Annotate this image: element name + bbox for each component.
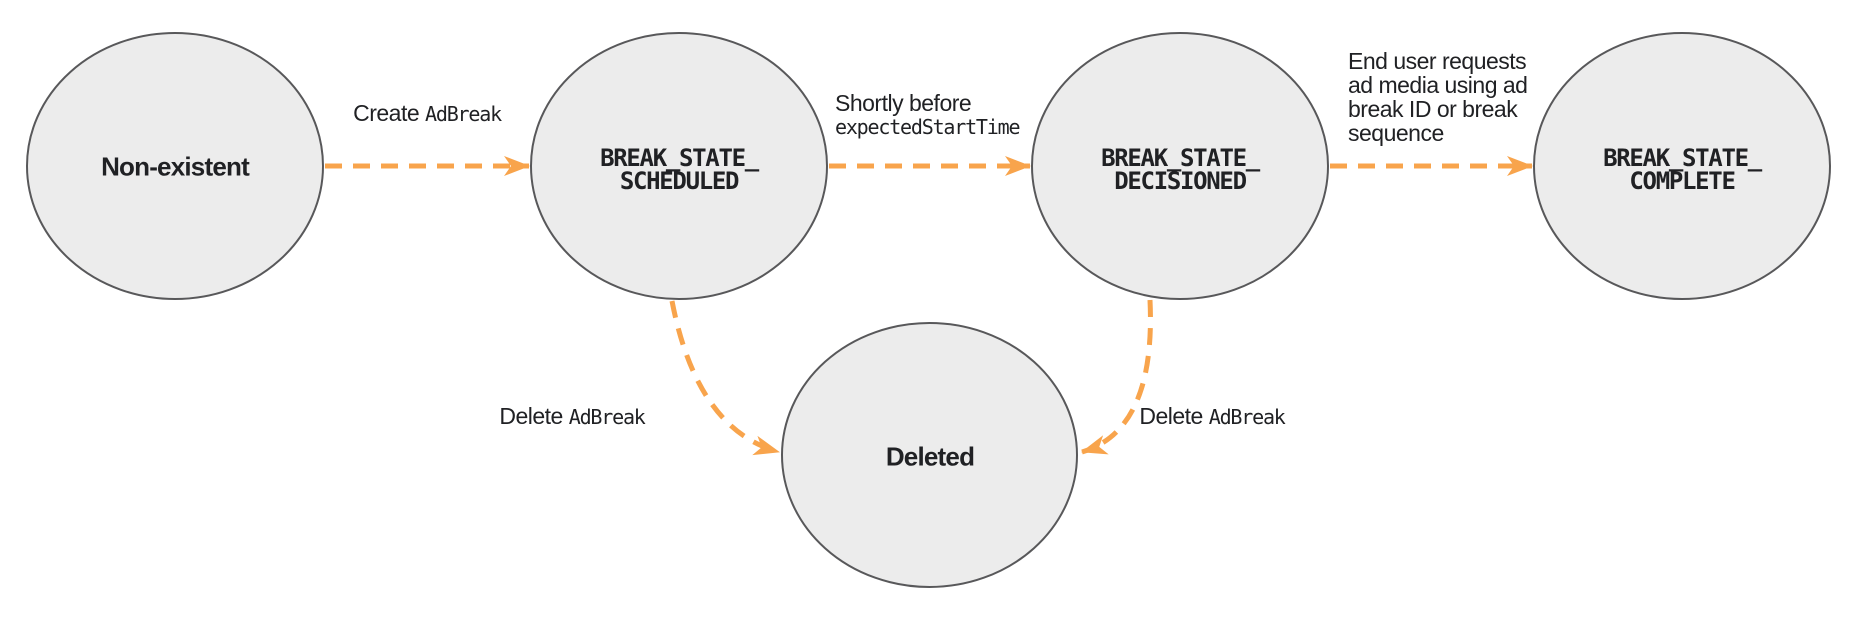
- state-node-break-state-scheduled: [530, 32, 828, 300]
- transition-label-text: ad media using ad: [1348, 72, 1528, 98]
- transition-label-text: Create: [353, 100, 426, 126]
- transition-label-text: Delete: [499, 403, 569, 429]
- transition-label-code: AdBreak: [425, 102, 502, 126]
- transition-label-text: sequence: [1348, 120, 1444, 146]
- state-label-line: SCHEDULED: [619, 167, 740, 195]
- state-node-break-state-decisioned: [1031, 32, 1329, 300]
- state-label-break-state-complete: BREAK_STATE_ COMPLETE: [1603, 144, 1762, 195]
- state-label-line: BREAK_STATE_: [1603, 144, 1762, 172]
- state-label-deleted: Deleted: [885, 441, 975, 472]
- transition-label-text: End user requests: [1348, 48, 1527, 74]
- transition-label-code: AdBreak: [568, 405, 646, 429]
- transition-label-shortly-before: Shortly before expectedStartTime: [835, 90, 1021, 139]
- state-node-deleted: [781, 322, 1078, 588]
- transition-label-text: break ID or break: [1348, 96, 1518, 122]
- state-label-non-existent: Non-existent: [101, 151, 250, 182]
- transition-label-text: Delete: [1139, 403, 1209, 429]
- state-node-break-state-complete: [1533, 32, 1831, 300]
- state-node-non-existent: [26, 32, 324, 300]
- state-label-line: DECISIONED: [1114, 167, 1247, 195]
- arrow-delete-adbreak-from-decisioned: [1081, 299, 1153, 455]
- arrow-delete-adbreak-from-scheduled: [669, 300, 780, 456]
- transition-label-delete-adbreak-left: Delete AdBreak: [499, 403, 646, 432]
- state-label-break-state-scheduled: BREAK_STATE_ SCHEDULED: [600, 144, 759, 195]
- transition-label-end-user-requests: End user requests ad media using ad brea…: [1348, 48, 1528, 146]
- state-label-line: BREAK_STATE_: [1101, 144, 1260, 172]
- transition-label-code: expectedStartTime: [835, 115, 1021, 139]
- transition-label-delete-adbreak-right: Delete AdBreak: [1139, 403, 1286, 432]
- state-label-break-state-decisioned: BREAK_STATE_ DECISIONED: [1101, 144, 1260, 195]
- state-label-line: COMPLETE: [1629, 167, 1736, 195]
- transition-label-text: Shortly before: [835, 90, 972, 116]
- transition-label-code: AdBreak: [1208, 405, 1286, 429]
- transition-label-create-adbreak: Create AdBreak: [353, 100, 502, 129]
- state-label-line: BREAK_STATE_: [600, 144, 759, 172]
